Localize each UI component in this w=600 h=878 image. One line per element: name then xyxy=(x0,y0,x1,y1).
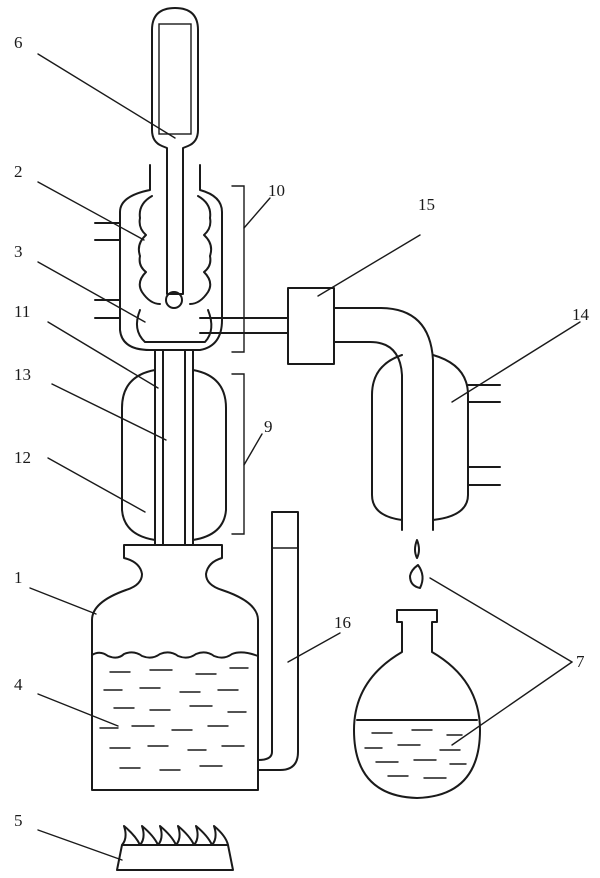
label-4: 4 xyxy=(14,675,23,694)
label-9: 9 xyxy=(264,417,273,436)
label-7: 7 xyxy=(576,652,585,671)
connector-block xyxy=(287,287,335,365)
thermometer-top xyxy=(151,7,199,295)
distillate-droplets xyxy=(409,539,424,589)
reflux-head xyxy=(94,164,223,351)
boiling-flask xyxy=(91,544,259,791)
label-16: 16 xyxy=(334,613,351,632)
label-2: 2 xyxy=(14,162,23,181)
label-14: 14 xyxy=(572,305,590,324)
label-11: 11 xyxy=(14,302,30,321)
label-6: 6 xyxy=(14,33,23,52)
burner xyxy=(116,825,234,871)
receiving-flask xyxy=(353,609,481,799)
column-jacket xyxy=(121,349,227,546)
safety-tube xyxy=(257,511,299,771)
condenser xyxy=(371,354,501,521)
label-13: 13 xyxy=(14,365,31,384)
label-1: 1 xyxy=(14,568,23,587)
label-12: 12 xyxy=(14,448,31,467)
leader-lines xyxy=(29,53,581,861)
bent-tube xyxy=(333,307,434,531)
label-10: 10 xyxy=(268,181,285,200)
label-5: 5 xyxy=(14,811,23,830)
part-labels: 6 2 10 15 3 11 14 13 9 12 1 16 7 4 5 xyxy=(14,33,590,830)
label-15: 15 xyxy=(418,195,435,214)
label-3: 3 xyxy=(14,242,23,261)
